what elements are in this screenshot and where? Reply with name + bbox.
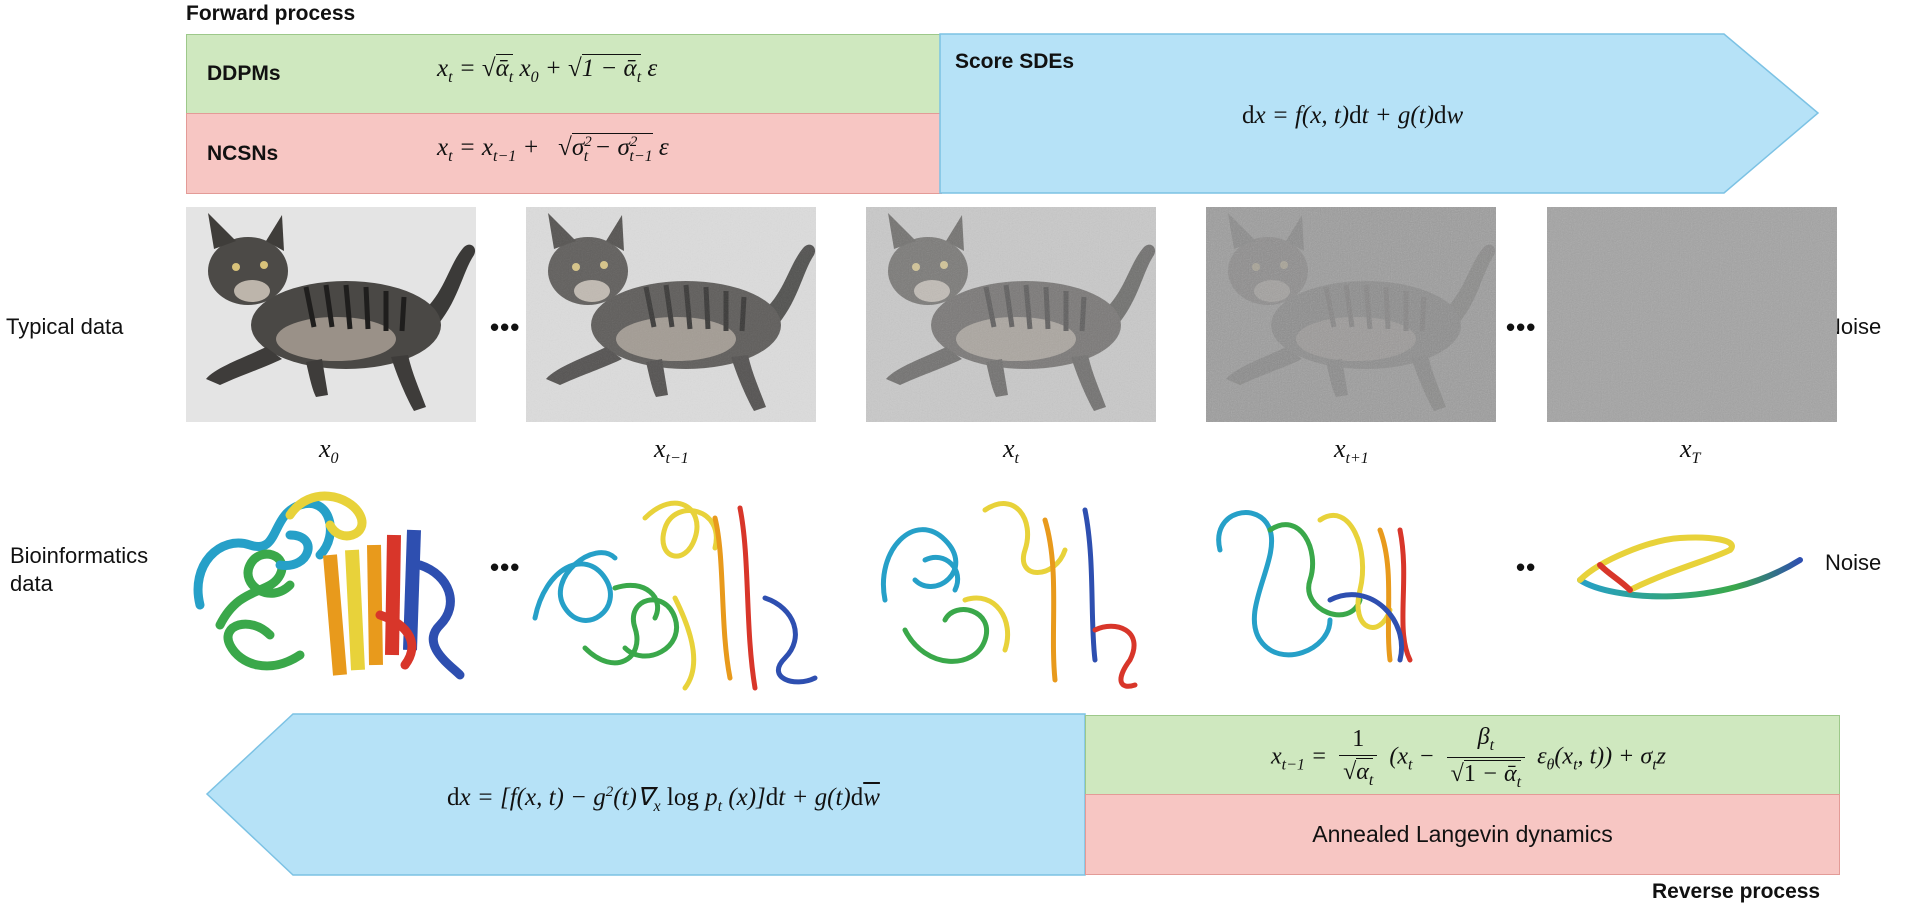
cat-photo-icon [526,207,816,422]
ellipsis-typical-1: ••• [490,312,521,342]
step-label-xt: xt [1003,434,1019,467]
protein-ribbon-icon [532,500,818,691]
reverse-process-title: Reverse process [1652,880,1821,903]
ellipsis-bio-2: •• [1516,552,1537,582]
noise-image-icon [1547,207,1837,422]
bio-label-line1: Bioinformatics [10,543,149,568]
score-sde-label: Score SDEs [955,50,1075,73]
protein-ribbon-icon [1216,510,1413,663]
ellipsis-bio-1: ••• [490,552,521,582]
ncsn-reverse-panel: Annealed Langevin dynamics [1085,794,1840,875]
ddpm-reverse-panel: xt−1 = 1√αt (xt − βt√1 − ᾱt εθ(xt, t)) +… [1085,715,1840,795]
step-label-xT: xT [1680,434,1701,467]
ncsn-label: NCSNs [207,142,279,165]
typical-image-xT [1547,207,1837,422]
annealed-langevin-label: Annealed Langevin dynamics [1312,821,1613,847]
cat-photo-icon [1206,207,1496,422]
ddpm-forward-equation: xt = √ᾱt x0 + √1 − ᾱt ε [437,54,658,86]
typical-data-label: Typical data [6,314,124,339]
noise-label-bio: Noise [1825,550,1882,575]
ellipsis-typical-2: ••• [1506,312,1537,342]
bioinformatics-data-label: Bioinformatics data [10,542,148,598]
ddpm-reverse-equation: xt−1 = 1√αt (xt − βt√1 − ᾱt εθ(xt, t)) +… [1271,724,1666,791]
protein-ribbon-icon [1577,534,1803,600]
step-label-xt+1: xt+1 [1334,434,1369,467]
score-sde-reverse-equation: dx = [f(x, t) − g2(t)∇x log pt (x)]dt + … [447,784,880,815]
score-sde-forward-equation: dx = f(x, t)dt + g(t)dw [1242,102,1464,129]
score-sde-forward-arrow [939,33,1820,194]
typical-image-xt-1 [526,207,816,422]
protein-ribbon-icon [881,501,1138,689]
ddpm-forward-panel: DDPMs xt = √ᾱt x0 + √1 − ᾱt ε [186,34,942,114]
typical-image-xt+1 [1206,207,1496,422]
cat-photo-icon [186,207,476,422]
ddpm-label: DDPMs [207,62,281,85]
protein-ribbon-icon [193,491,465,680]
forward-process-title: Forward process [186,2,356,25]
typical-image-xt [866,207,1156,422]
step-label-x0: x0 [319,434,339,467]
cat-photo-icon [866,207,1156,422]
step-label-xt-1: xt−1 [654,434,689,467]
typical-image-x0 [186,207,476,422]
ncsn-forward-equation: xt = xt−1 + √σ2t − σ2t−1 ε [437,133,669,165]
bio-label-line2: data [10,571,53,596]
ncsn-forward-panel: NCSNs xt = xt−1 + √σ2t − σ2t−1 ε [186,113,942,194]
